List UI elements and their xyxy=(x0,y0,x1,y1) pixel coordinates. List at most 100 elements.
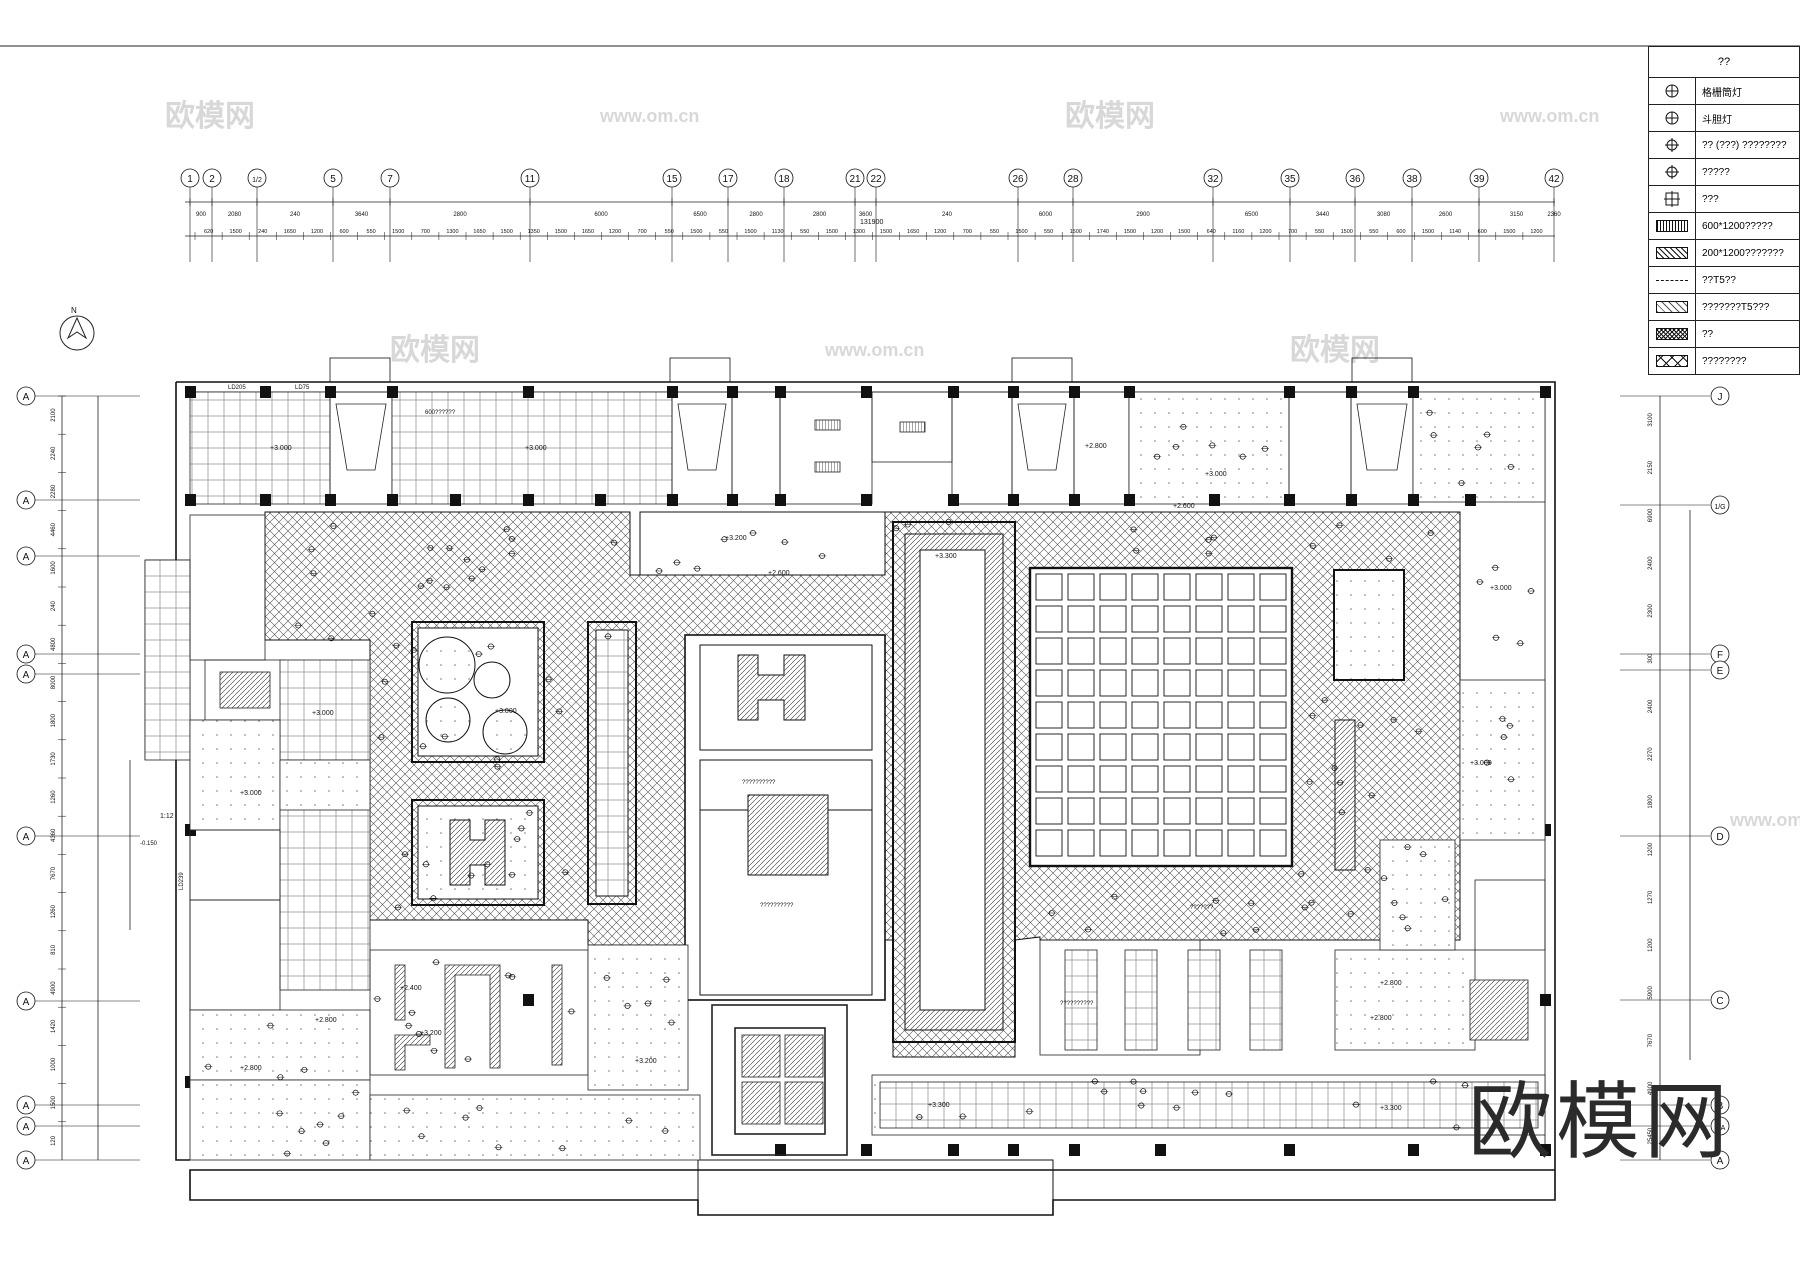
dimension-text: 6500 xyxy=(693,212,707,218)
row-axis-bubble: D xyxy=(1620,826,1730,846)
dimension-text: 3150 xyxy=(1510,212,1524,218)
downlight-icon xyxy=(327,635,336,642)
downlight-icon xyxy=(1461,1082,1470,1089)
downlight-icon xyxy=(662,976,671,983)
downlight-icon xyxy=(1414,728,1423,735)
legend-label: ?? xyxy=(1702,328,1714,340)
dimension-text: 2600 xyxy=(1439,212,1453,218)
dimension-text: 1200 xyxy=(1648,842,1654,856)
row-axis-bubble: A xyxy=(16,386,140,406)
downlight-icon xyxy=(1025,1108,1034,1115)
downlight-icon xyxy=(464,1056,473,1062)
diagonal-hatch-swatch xyxy=(1649,240,1696,266)
north-label: N xyxy=(71,306,77,315)
drawing-notes: 600?????? LD205 LD75 LD239 ?????????? ??… xyxy=(140,385,1214,1007)
column-axis-bubble: 18 xyxy=(774,168,794,262)
dimension-text: 1500 xyxy=(230,229,242,235)
downlight-icon xyxy=(1498,715,1507,722)
column xyxy=(861,494,872,506)
downlight-icon xyxy=(1475,578,1484,585)
dimension-text: 810 xyxy=(51,944,57,955)
column xyxy=(185,386,196,398)
column xyxy=(948,386,959,398)
downlight-icon xyxy=(610,539,619,546)
height-label: +3.000 xyxy=(1470,760,1492,767)
grid-tile xyxy=(1259,829,1287,857)
crosshatch-swatch xyxy=(1649,321,1696,347)
downlight-icon xyxy=(892,525,901,532)
dimension-text: 4900 xyxy=(1648,1081,1654,1095)
axis-label: 5 xyxy=(330,174,336,185)
downlight-icon xyxy=(1426,530,1435,536)
downlight-icon xyxy=(1649,105,1696,131)
height-label: +2.800 xyxy=(1085,443,1107,450)
grid-tile xyxy=(1131,733,1159,761)
legend-label: ??? xyxy=(1702,193,1719,205)
downlight-icon xyxy=(1308,712,1317,719)
watermark-text: www.om.cn xyxy=(599,106,699,126)
height-label: +3.000 xyxy=(1205,471,1227,478)
downlight-icon xyxy=(1429,432,1438,439)
legend-row: ????? xyxy=(1649,159,1799,186)
downlight-icon xyxy=(1297,870,1306,877)
downlight-icon xyxy=(1247,900,1256,907)
legend-label: 600*1200????? xyxy=(1702,220,1773,232)
height-label: +3.300 xyxy=(928,1102,950,1109)
dimension-text: 1500 xyxy=(880,229,892,235)
downlight-icon xyxy=(1337,809,1346,816)
downlight-icon xyxy=(508,973,517,980)
note-text: LD75 xyxy=(295,385,310,391)
note-text: 600?????? xyxy=(425,410,456,416)
column-axis-bubble: 15 xyxy=(662,168,682,262)
downlight-icon xyxy=(462,556,471,563)
downlight-icon xyxy=(1139,1088,1148,1095)
column xyxy=(667,494,678,506)
axis-label: 26 xyxy=(1012,174,1024,185)
downlight-icon xyxy=(1179,423,1188,430)
lower-central-rooms xyxy=(711,679,1546,1156)
watermark-text: www.om.cn xyxy=(824,340,924,360)
grid-tile xyxy=(1035,765,1063,793)
legend-row: ??T5?? xyxy=(1649,267,1799,294)
grid-tile xyxy=(1035,605,1063,633)
downlight-icon xyxy=(655,567,664,574)
grid-tile xyxy=(1195,669,1223,697)
downlight-icon xyxy=(1390,899,1399,906)
axis-label: A xyxy=(23,832,30,843)
column xyxy=(450,494,461,506)
column xyxy=(387,386,398,398)
grid-tile xyxy=(1035,701,1063,729)
grid-tile xyxy=(1035,733,1063,761)
column xyxy=(727,386,738,398)
column xyxy=(948,494,959,506)
downlight-icon xyxy=(558,1145,567,1152)
column xyxy=(1069,386,1080,398)
downlight-icon xyxy=(425,577,434,584)
downlight-icon xyxy=(440,733,449,740)
dimension-text: 1650 xyxy=(473,229,485,235)
dense-hatch-swatch xyxy=(1649,213,1696,239)
legend-row: 200*1200??????? xyxy=(1649,240,1799,267)
row-axis-bubble: A xyxy=(16,826,140,846)
legend-label: ???????T5??? xyxy=(1702,301,1770,313)
dimension-text: 1500 xyxy=(1422,229,1434,235)
downlight-icon xyxy=(373,995,382,1002)
downlight-icon xyxy=(602,974,611,981)
dimension-text: 2360 xyxy=(1547,212,1561,218)
grid-tile xyxy=(1227,701,1255,729)
height-label: +2.800 xyxy=(240,1065,262,1072)
column xyxy=(861,1144,872,1156)
dimension-text: 1650 xyxy=(907,229,919,235)
downlight-icon xyxy=(643,1000,652,1007)
dimension-text: 3440 xyxy=(1316,212,1330,218)
dimension-text: 6000 xyxy=(1039,212,1053,218)
height-label: +2.600 xyxy=(1173,503,1195,510)
column xyxy=(185,494,196,506)
downlight-icon xyxy=(493,763,502,770)
downlight-icon xyxy=(1084,926,1093,933)
row-axis-bubble: A xyxy=(16,490,140,510)
dimension-text: 4360 xyxy=(51,828,57,842)
dimension-text: 7670 xyxy=(1648,1033,1654,1047)
grid-tile xyxy=(1259,701,1287,729)
